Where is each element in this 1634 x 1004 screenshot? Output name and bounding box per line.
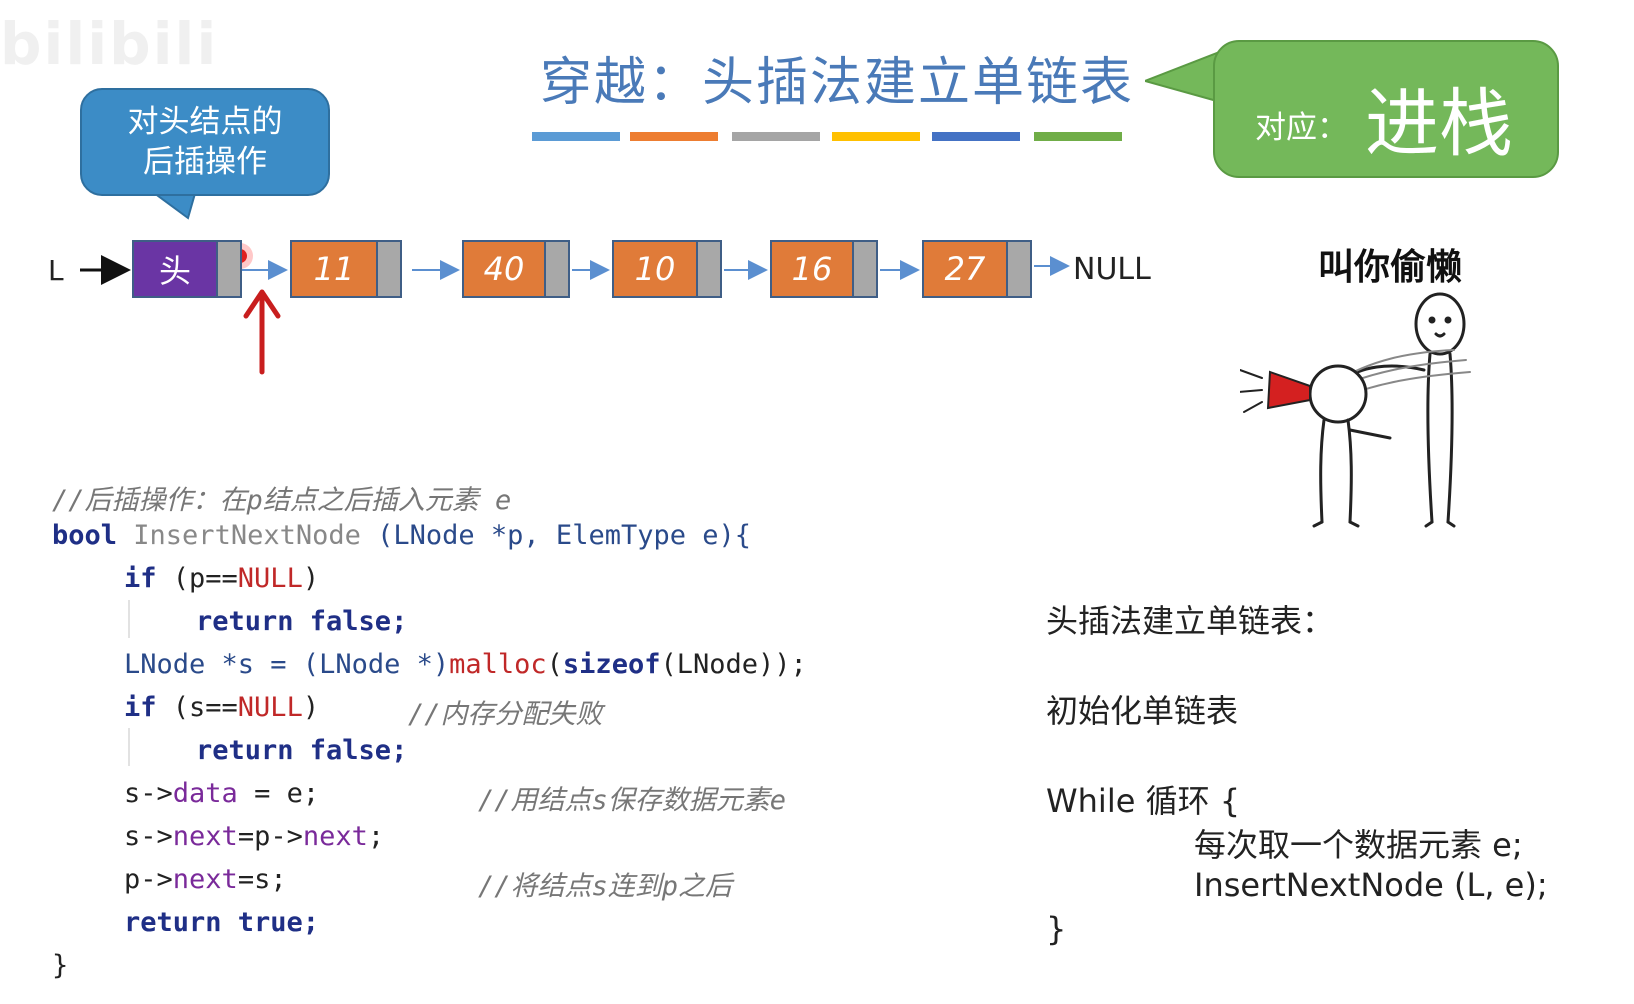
code-text: =p-> bbox=[237, 821, 303, 852]
list-head-label: L bbox=[48, 254, 64, 287]
list-node-2-pointer bbox=[544, 242, 568, 296]
null-label: NULL bbox=[1073, 252, 1151, 287]
code-closing-brace: } bbox=[52, 950, 69, 981]
list-node-3-data: 10 bbox=[614, 242, 696, 296]
bubble-right-big-text: 进栈 bbox=[1365, 81, 1513, 167]
code-line-p-next: p->next=s; bbox=[124, 864, 287, 895]
list-node-4-data: 16 bbox=[772, 242, 852, 296]
code-function-name: InsertNextNode bbox=[117, 520, 378, 551]
title-bar-4 bbox=[832, 132, 920, 141]
title-bar-6 bbox=[1034, 132, 1122, 141]
slide-title: 穿越：头插法建立单链表 bbox=[540, 53, 1135, 113]
list-node-5-pointer bbox=[1006, 242, 1030, 296]
code-null-literal: NULL bbox=[237, 563, 303, 594]
list-node-3-pointer bbox=[696, 242, 720, 296]
code-return-statement: return true; bbox=[124, 907, 320, 938]
code-text: (p== bbox=[156, 563, 238, 594]
code-text: ) bbox=[302, 692, 320, 723]
code-line-s-next: s->next=p->next; bbox=[124, 821, 384, 852]
code-keyword: if bbox=[124, 563, 157, 594]
list-node-4-pointer bbox=[852, 242, 876, 296]
code-field-next: next bbox=[302, 821, 368, 852]
code-text: (LNode)); bbox=[660, 649, 807, 680]
indent-guide-2 bbox=[128, 728, 130, 766]
head-node: 头 bbox=[132, 240, 242, 298]
code-return-statement: return false; bbox=[196, 735, 408, 766]
title-bar-5 bbox=[932, 132, 1020, 141]
code-text: ; bbox=[367, 821, 385, 852]
code-sizeof: sizeof bbox=[562, 649, 661, 680]
list-node-5-data: 27 bbox=[924, 242, 1006, 296]
code-line-return-true: return true; bbox=[124, 907, 319, 938]
title-bar-3 bbox=[732, 132, 820, 141]
pseudo-step-take-element: 每次取一个数据元素 e; bbox=[1194, 826, 1523, 864]
head-node-pointer bbox=[216, 242, 240, 296]
bilibili-watermark: bilibili bbox=[0, 10, 219, 78]
code-field-data: data bbox=[172, 778, 238, 809]
list-node-2-data: 40 bbox=[464, 242, 544, 296]
code-text: =s; bbox=[237, 864, 287, 895]
code-line-if-s-null: if (s==NULL) bbox=[124, 692, 319, 723]
code-line-return-false-2: return false; bbox=[196, 735, 407, 766]
code-field-next: next bbox=[172, 864, 238, 895]
code-null-literal: NULL bbox=[237, 692, 303, 723]
code-line-assign-data: s->data = e; bbox=[124, 778, 319, 809]
code-line-return-false-1: return false; bbox=[196, 606, 407, 637]
title-bar-1 bbox=[532, 132, 620, 141]
head-node-data: 头 bbox=[134, 242, 216, 296]
code-comment-link-node: //将结点s连到p之后 bbox=[478, 871, 733, 902]
speech-bubble-left: 对头结点的 后插操作 bbox=[80, 88, 330, 196]
meme-caption: 叫你偷懒 bbox=[1318, 247, 1463, 288]
code-text: ) bbox=[302, 563, 320, 594]
code-text: (s== bbox=[156, 692, 238, 723]
pseudo-init: 初始化单链表 bbox=[1046, 692, 1239, 730]
code-text: = e; bbox=[237, 778, 320, 809]
code-comment-save-data: //用结点s保存数据元素e bbox=[478, 785, 787, 816]
code-text: ( bbox=[546, 649, 563, 680]
title-bar-2 bbox=[630, 132, 718, 141]
code-text: LNode *s = (LNode *) bbox=[124, 649, 450, 680]
indent-guide-1 bbox=[128, 600, 130, 638]
code-comment-header: //后插操作：在p结点之后插入元素 e bbox=[52, 485, 512, 516]
code-keyword: bool bbox=[52, 520, 118, 551]
bubble-left-line1: 对头结点的 bbox=[127, 104, 283, 140]
code-text: s-> bbox=[124, 778, 173, 809]
code-line-if-p-null: if (p==NULL) bbox=[124, 563, 319, 594]
pseudo-loop: While 循环 { bbox=[1046, 782, 1241, 820]
code-comment-alloc-fail: //内存分配失败 bbox=[408, 699, 603, 730]
code-return-statement: return false; bbox=[196, 606, 408, 637]
pseudo-close-brace: } bbox=[1046, 910, 1067, 948]
list-node-1: 11 bbox=[290, 240, 402, 298]
code-malloc: malloc bbox=[449, 649, 547, 680]
code-text: p-> bbox=[124, 864, 173, 895]
code-keyword: if bbox=[124, 692, 157, 723]
code-params: (LNode *p, ElemType e){ bbox=[377, 520, 751, 551]
list-node-5: 27 bbox=[922, 240, 1032, 298]
code-line-malloc: LNode *s = (LNode *)malloc(sizeof(LNode)… bbox=[124, 649, 807, 680]
bubble-right-prefix: 对应： bbox=[1255, 110, 1348, 146]
red-up-arrow bbox=[243, 289, 281, 375]
code-field-next: next bbox=[172, 821, 238, 852]
list-node-1-data: 11 bbox=[292, 242, 376, 296]
list-node-3: 10 bbox=[612, 240, 722, 298]
pseudo-step-insert: InsertNextNode (L, e); bbox=[1194, 866, 1548, 904]
list-node-4: 16 bbox=[770, 240, 878, 298]
code-text: s-> bbox=[124, 821, 173, 852]
code-line-function-signature: bool InsertNextNode (LNode *p, ElemType … bbox=[52, 520, 751, 551]
speech-bubble-right: 对应： 进栈 bbox=[1213, 40, 1559, 178]
list-node-1-pointer bbox=[376, 242, 400, 296]
bubble-left-line2: 后插操作 bbox=[143, 144, 267, 180]
list-node-2: 40 bbox=[462, 240, 570, 298]
stick-figure-meme-illustration bbox=[1240, 292, 1471, 528]
pseudo-title: 头插法建立单链表： bbox=[1046, 602, 1335, 640]
